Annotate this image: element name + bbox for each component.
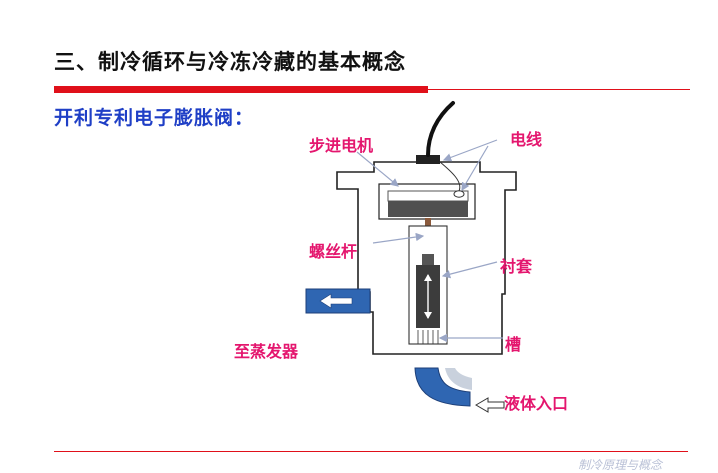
title-underline-bar [54, 86, 428, 93]
slot-lines [417, 330, 439, 344]
inlet-pipe [414, 367, 471, 407]
inlet-arrow [475, 397, 505, 413]
leader-lines [356, 139, 503, 343]
wire-port [453, 190, 465, 198]
label-to-evaporator: 至蒸发器 [234, 342, 299, 361]
motor-base [388, 201, 468, 217]
label-slot: 槽 [505, 335, 522, 354]
label-screw-rod: 螺丝杆 [309, 242, 358, 261]
slide-subtitle: 开利专利电子膨胀阀： [54, 107, 255, 129]
footer-rule [54, 451, 688, 452]
needle-top [422, 254, 434, 265]
title-underline-rule [428, 89, 690, 90]
footer-text: 制冷原理与概念 [578, 458, 663, 472]
slide-title: 三、制冷循环与冷冻冷藏的基本概念 [54, 50, 406, 74]
outlet-arrow [319, 293, 353, 309]
label-liquid-inlet: 液体入口 [504, 394, 569, 413]
internal-wire [439, 161, 461, 192]
wire-connector [416, 155, 440, 164]
electric-cable [426, 101, 455, 157]
label-stepper-motor: 步进电机 [309, 136, 374, 155]
label-sleeve: 衬套 [500, 257, 533, 276]
inlet-pipe-shadow [445, 368, 472, 390]
label-wire: 电线 [510, 130, 543, 149]
